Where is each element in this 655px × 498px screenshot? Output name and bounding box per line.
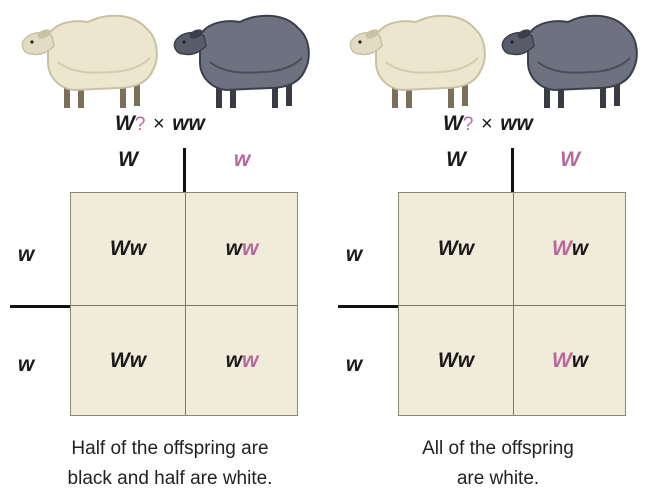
- allele: w: [571, 237, 589, 260]
- caption-line: black and half are white.: [67, 468, 273, 489]
- allele: W: [109, 237, 130, 260]
- cross-label: W? × ww: [115, 112, 315, 136]
- allele: w: [242, 349, 259, 372]
- allele: w: [225, 349, 242, 372]
- cross-symbol: ×: [147, 113, 171, 135]
- allele: W: [551, 349, 572, 372]
- caption: All of the offspring are white.: [348, 434, 648, 494]
- allele: W: [437, 349, 458, 372]
- grid-line-vertical: [185, 193, 186, 415]
- allele: w: [571, 349, 589, 372]
- grid-line-vertical: [513, 193, 514, 415]
- allele: w: [129, 237, 147, 260]
- allele: W: [551, 237, 572, 260]
- white-sheep-icon: [18, 2, 168, 119]
- black-sheep-icon: [498, 2, 648, 119]
- parent2-genotype: ww: [172, 112, 205, 135]
- cross-label: W? × ww: [443, 112, 643, 136]
- side-gamete: w: [17, 243, 35, 266]
- parent1-allele: W: [115, 112, 135, 135]
- caption-line: Half of the offspring are: [71, 438, 269, 459]
- parent2-genotype: ww: [500, 112, 533, 135]
- parent1-allele: W: [443, 112, 463, 135]
- black-sheep-icon: [170, 2, 320, 119]
- side-gamete: w: [345, 243, 363, 266]
- allele: w: [225, 237, 242, 260]
- divider-horizontal: [338, 305, 400, 308]
- side-gamete: w: [345, 353, 363, 376]
- caption: Half of the offspring are black and half …: [20, 434, 320, 494]
- unknown-allele: ?: [462, 114, 474, 135]
- side-gamete: w: [17, 353, 35, 376]
- allele: w: [457, 349, 475, 372]
- top-gamete: W: [446, 148, 466, 171]
- unknown-allele: ?: [134, 114, 146, 135]
- white-sheep-icon: [346, 2, 496, 119]
- allele: W: [437, 237, 458, 260]
- allele: w: [242, 237, 259, 260]
- allele: w: [457, 237, 475, 260]
- cross-symbol: ×: [475, 113, 499, 135]
- top-gamete: W: [118, 148, 138, 171]
- caption-line: are white.: [456, 468, 540, 489]
- grid-line-horizontal: [399, 305, 625, 306]
- allele: W: [109, 349, 130, 372]
- divider-vertical: [511, 148, 514, 194]
- divider-vertical: [183, 148, 186, 194]
- top-gamete: W: [560, 148, 580, 171]
- divider-horizontal: [10, 305, 72, 308]
- top-gamete: w: [233, 148, 251, 171]
- grid-line-horizontal: [71, 305, 297, 306]
- allele: w: [129, 349, 147, 372]
- caption-line: All of the offspring: [422, 438, 574, 459]
